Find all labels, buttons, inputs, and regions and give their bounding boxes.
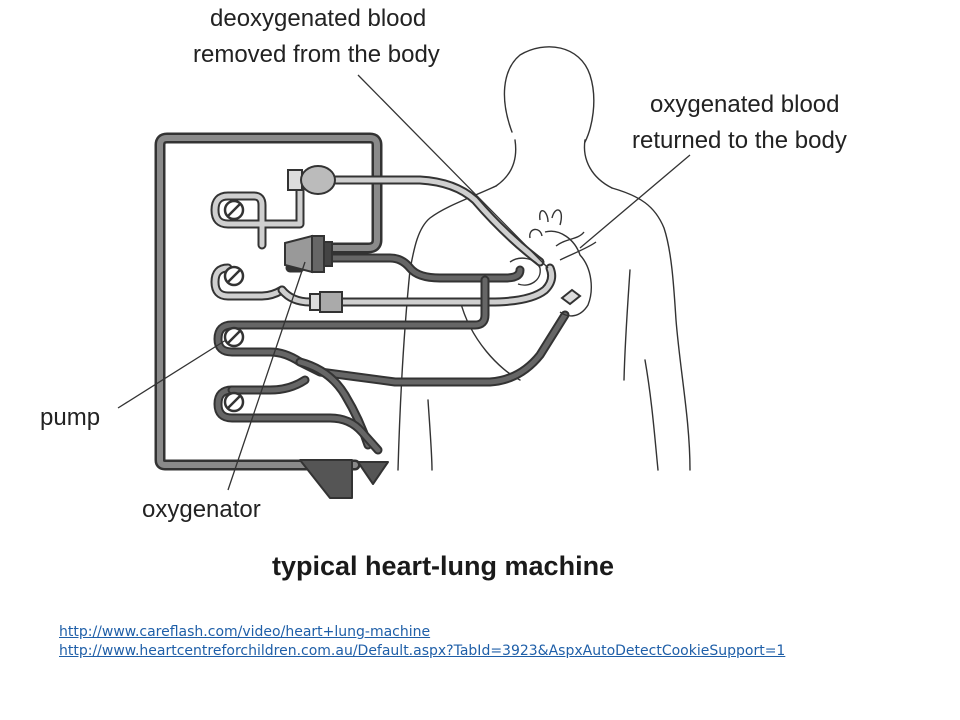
leader-lines xyxy=(117,74,691,491)
pump-line-lower xyxy=(213,357,389,485)
label-oxygenated-line1: oxygenated blood xyxy=(650,91,840,118)
neck-right xyxy=(583,139,613,189)
leader-deoxygenated xyxy=(357,74,549,269)
reference-link-heartcentre[interactable]: http://www.heartcentreforchildren.com.au… xyxy=(59,643,786,659)
pump-roller-4 xyxy=(223,391,245,413)
pump-roller-3 xyxy=(223,326,245,348)
reservoir-base xyxy=(299,459,353,499)
arterial-line xyxy=(210,253,525,301)
reference-link-careflash[interactable]: http://www.careflash.com/video/heart+lun… xyxy=(59,624,431,640)
shoulder-left xyxy=(409,185,497,271)
label-oxygenated-line2: returned to the body xyxy=(632,127,847,154)
venous-line xyxy=(210,175,545,267)
oxygenator-unit xyxy=(284,234,333,274)
leader-oxygenator xyxy=(227,261,306,491)
pump-line-upper xyxy=(213,275,570,387)
body-outline xyxy=(397,46,691,471)
torso-left xyxy=(397,269,411,471)
arm-line xyxy=(644,359,659,471)
neck-left xyxy=(495,139,517,187)
ribs-line xyxy=(427,399,433,471)
label-pump: pump xyxy=(40,404,100,431)
return-line xyxy=(277,263,557,307)
frame-tube-inner xyxy=(157,135,380,468)
heart xyxy=(509,209,597,317)
reference-links: http://www.careflash.com/video/heart+lun… xyxy=(59,623,785,661)
pump-roller-1 xyxy=(223,199,245,221)
bubble-trap xyxy=(287,165,336,195)
pump-rollers xyxy=(223,199,245,413)
label-deoxygenated-line2: removed from the body xyxy=(193,41,440,68)
shoulder-right xyxy=(611,187,691,471)
label-oxygenator: oxygenator xyxy=(142,496,261,523)
chest-line xyxy=(459,299,521,381)
cannula xyxy=(560,288,582,306)
head-outline xyxy=(503,46,595,143)
armpit-right xyxy=(623,269,631,381)
outlet-arrowhead xyxy=(357,461,389,485)
label-deoxygenated-line1: deoxygenated blood xyxy=(210,5,426,32)
leader-pump xyxy=(117,339,227,409)
heart-lung-machine-diagram: deoxygenated blood removed from the body… xyxy=(40,5,847,581)
diagram-caption: typical heart-lung machine xyxy=(272,551,614,581)
leader-oxygenated xyxy=(579,154,691,249)
arterial-filter xyxy=(309,291,343,313)
machine-frame xyxy=(154,132,383,499)
pump-roller-2 xyxy=(223,265,245,287)
